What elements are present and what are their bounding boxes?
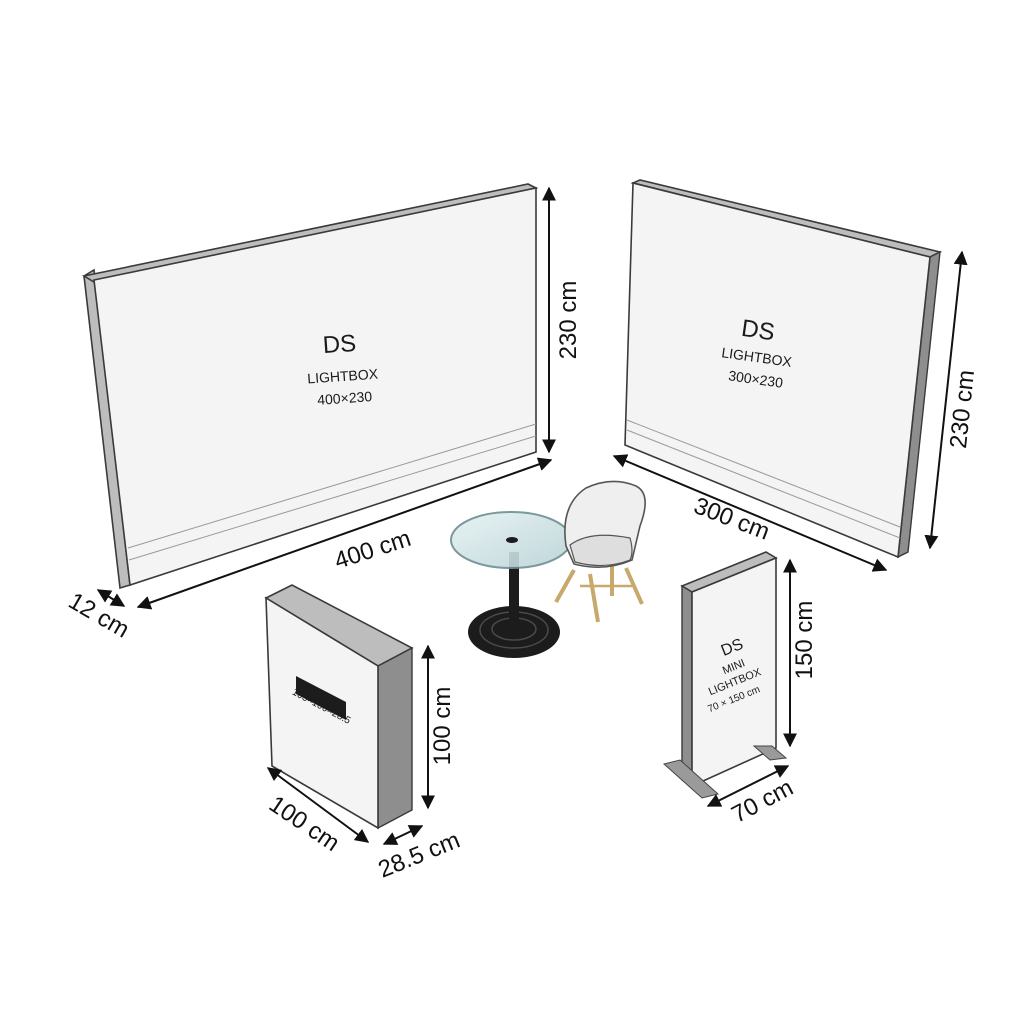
mini-lightbox: DS MINI LIGHTBOX 70 × 150 cm [662, 551, 788, 799]
cube-lightbox-depth-label: 28.5 cm [375, 827, 464, 884]
large-lightbox-depth-dimension: 12 cm [64, 587, 134, 643]
cube-lightbox-height-label: 100 cm [429, 687, 456, 766]
mini-lightbox-width-dimension: 70 cm [706, 765, 798, 829]
mini-lightbox-face [691, 556, 777, 788]
medium-lightbox: DS LIGHTBOX 300×230 [624, 179, 943, 559]
cube-lightbox: 105×100×28.5 [264, 584, 414, 830]
mini-lightbox-height-dimension: 150 cm [783, 558, 818, 748]
large-lightbox-width-label: 400 cm [331, 525, 414, 575]
cube-lightbox-depth-dimension: 28.5 cm [375, 825, 464, 884]
cube-lightbox-logo [296, 676, 346, 720]
large-lightbox-depth-label: 12 cm [64, 587, 134, 643]
mini-lightbox-foot-right [752, 745, 788, 761]
medium-lightbox-height-label: 230 cm [945, 369, 980, 450]
round-glass-table [450, 511, 572, 658]
cube-lightbox-height-dimension: 100 cm [421, 644, 456, 810]
large-lightbox-title: DS [322, 330, 357, 359]
large-lightbox-subtitle: LIGHTBOX [307, 366, 379, 387]
chair [554, 480, 646, 623]
cube-lightbox-side [377, 646, 413, 830]
large-lightbox-size: 400×230 [317, 388, 373, 408]
mini-lightbox-side [681, 584, 693, 788]
mini-lightbox-width-label: 70 cm [727, 774, 797, 829]
mini-lightbox-height-label: 150 cm [791, 601, 818, 680]
table-base [468, 606, 560, 658]
medium-lightbox-title: DS [740, 315, 777, 346]
table-pole [509, 552, 519, 630]
medium-lightbox-height-dimension: 230 cm [924, 250, 980, 550]
large-lightbox-height-label: 230 cm [555, 281, 582, 360]
medium-lightbox-size: 300×230 [727, 367, 784, 391]
large-lightbox-height-dimension: 230 cm [542, 186, 582, 454]
